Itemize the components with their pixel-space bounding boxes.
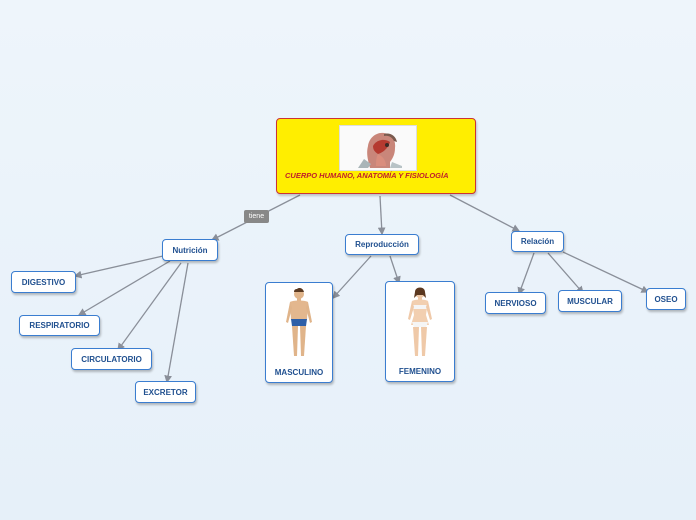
- node-digestivo[interactable]: DIGESTIVO: [11, 271, 76, 293]
- node-masculino[interactable]: MASCULINO: [265, 282, 333, 383]
- edge-label-tiene[interactable]: tiene: [244, 210, 269, 223]
- edge-nutricion-respiratorio: [77, 260, 171, 316]
- node-oseo[interactable]: OSEO: [646, 288, 686, 310]
- edge-relacion-muscular: [547, 252, 584, 294]
- node-respiratorio[interactable]: RESPIRATORIO: [19, 315, 100, 336]
- node-nutricion[interactable]: Nutrición: [162, 239, 218, 261]
- node-reproduccion[interactable]: Reproducción: [345, 234, 419, 255]
- edge-nutricion-excretor: [164, 262, 189, 384]
- root-title: CUERPO HUMANO, ANATOMÍA Y FISIOLOGÍA: [285, 171, 449, 180]
- female-figure-image: [408, 287, 432, 356]
- root-node[interactable]: CUERPO HUMANO, ANATOMÍA Y FISIOLOGÍA: [276, 118, 476, 194]
- node-relacion[interactable]: Relación: [511, 231, 564, 252]
- edge-relacion-nervioso: [517, 252, 535, 296]
- edge-nutricion-circulatorio: [117, 262, 182, 352]
- anatomy-head-image: [339, 125, 417, 171]
- edge-nutricion-digestivo: [73, 255, 164, 279]
- male-figure-image: [286, 288, 312, 356]
- edge-root-reproduccion: [377, 195, 386, 236]
- node-femenino[interactable]: FEMENINO: [385, 281, 455, 382]
- edge-reproduccion-femenino: [389, 255, 401, 285]
- node-muscular[interactable]: MUSCULAR: [558, 290, 622, 312]
- node-nervioso[interactable]: NERVIOSO: [485, 292, 546, 314]
- node-femenino-label: FEMENINO: [398, 367, 442, 376]
- edge-reproduccion-masculino: [332, 255, 372, 299]
- node-masculino-label: MASCULINO: [274, 368, 324, 377]
- node-excretor[interactable]: EXCRETOR: [135, 381, 196, 403]
- node-circulatorio[interactable]: CIRCULATORIO: [71, 348, 152, 370]
- edge-relacion-oseo: [562, 251, 650, 293]
- edge-root-relacion: [449, 194, 521, 232]
